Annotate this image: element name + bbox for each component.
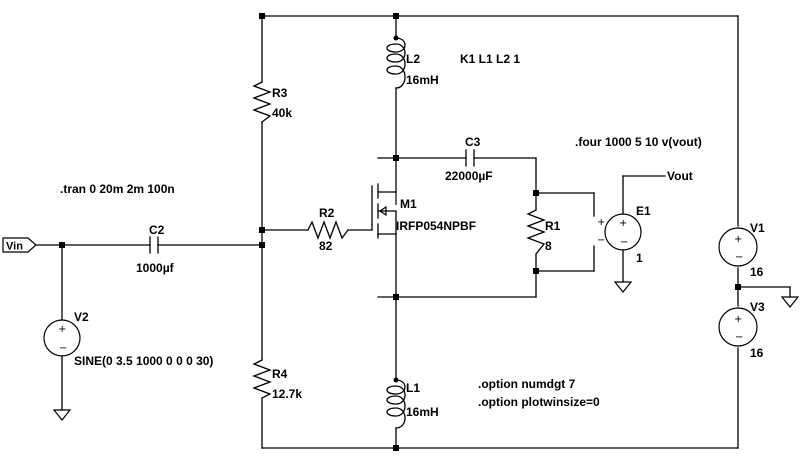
m1-name: M1 bbox=[400, 197, 417, 211]
l2-value: 16mH bbox=[406, 73, 439, 87]
r4-value: 12.7k bbox=[272, 387, 302, 401]
c2-value: 1000µf bbox=[136, 261, 175, 275]
r3-name: R3 bbox=[272, 86, 288, 100]
m1-value: IRFP054NPBF bbox=[396, 219, 476, 233]
directive-four: .four 1000 5 10 v(vout) bbox=[575, 135, 702, 149]
r2-name: R2 bbox=[319, 206, 335, 220]
junctions bbox=[59, 13, 741, 451]
inductor-l2: L2 16mH bbox=[386, 35, 439, 89]
vin-label: Vin bbox=[6, 241, 23, 253]
ground-e1 bbox=[613, 281, 633, 293]
voltage-source-v1: + − V1 16 bbox=[718, 221, 765, 279]
directive-coupling: K1 L1 L2 1 bbox=[460, 52, 520, 66]
l2-name: L2 bbox=[406, 52, 420, 66]
wires bbox=[35, 15, 791, 449]
v2-value: SINE(0 3.5 1000 0 0 0 30) bbox=[74, 354, 213, 368]
vout-label: Vout bbox=[667, 169, 693, 183]
resistor-r3: R3 40k bbox=[252, 81, 292, 123]
c3-value: 22000µF bbox=[445, 169, 493, 183]
ground-supply bbox=[780, 296, 800, 308]
directive-option-numdgt: .option numdgt 7 bbox=[478, 377, 576, 391]
svg-text:−: − bbox=[59, 343, 67, 354]
capacitor-c2: C2 1000µf bbox=[136, 223, 175, 275]
r1-name: R1 bbox=[545, 219, 561, 233]
l1-value: 16mH bbox=[406, 405, 439, 419]
inductor-l1: L1 16mH bbox=[386, 377, 439, 429]
capacitor-c3: C3 22000µF bbox=[445, 135, 493, 183]
directive-option-plotwinsize: .option plotwinsize=0 bbox=[478, 395, 600, 409]
ground-v2 bbox=[52, 409, 72, 421]
resistor-r4: R4 12.7k bbox=[252, 359, 302, 401]
r4-name: R4 bbox=[272, 367, 288, 381]
svg-text:+: + bbox=[734, 314, 742, 325]
svg-text:−: − bbox=[597, 235, 605, 246]
mosfet-m1: M1 IRFP054NPBF bbox=[371, 183, 476, 239]
svg-text:+: + bbox=[734, 234, 742, 245]
v3-name: V3 bbox=[750, 300, 765, 314]
v1-name: V1 bbox=[750, 221, 765, 235]
resistor-r1: R1 8 bbox=[526, 209, 561, 255]
r1-value: 8 bbox=[545, 239, 552, 253]
svg-text:+: + bbox=[58, 324, 66, 335]
svg-text:−: − bbox=[620, 237, 628, 248]
v1-value: 16 bbox=[750, 265, 764, 279]
resistor-r2: R2 82 bbox=[307, 206, 349, 253]
c3-name: C3 bbox=[465, 135, 481, 149]
svg-text:−: − bbox=[735, 332, 743, 343]
l1-name: L1 bbox=[406, 381, 420, 395]
r3-value: 40k bbox=[272, 106, 292, 120]
voltage-source-v2: + − V2 SINE(0 3.5 1000 0 0 0 30) bbox=[43, 310, 213, 368]
vin-port: Vin bbox=[2, 237, 37, 253]
c2-name: C2 bbox=[149, 223, 165, 237]
e1-value: 1 bbox=[636, 251, 643, 265]
v3-value: 16 bbox=[750, 346, 764, 360]
voltage-source-v3: + − V3 16 bbox=[718, 300, 765, 360]
directive-tran: .tran 0 20m 2m 100n bbox=[60, 182, 175, 196]
svg-text:−: − bbox=[735, 252, 743, 263]
svg-text:+: + bbox=[619, 218, 627, 229]
e1-name: E1 bbox=[636, 204, 651, 218]
v2-name: V2 bbox=[74, 310, 89, 324]
svg-text:+: + bbox=[597, 217, 605, 228]
r2-value: 82 bbox=[319, 239, 333, 253]
vcvs-e1: + − + − E1 1 bbox=[597, 204, 651, 265]
